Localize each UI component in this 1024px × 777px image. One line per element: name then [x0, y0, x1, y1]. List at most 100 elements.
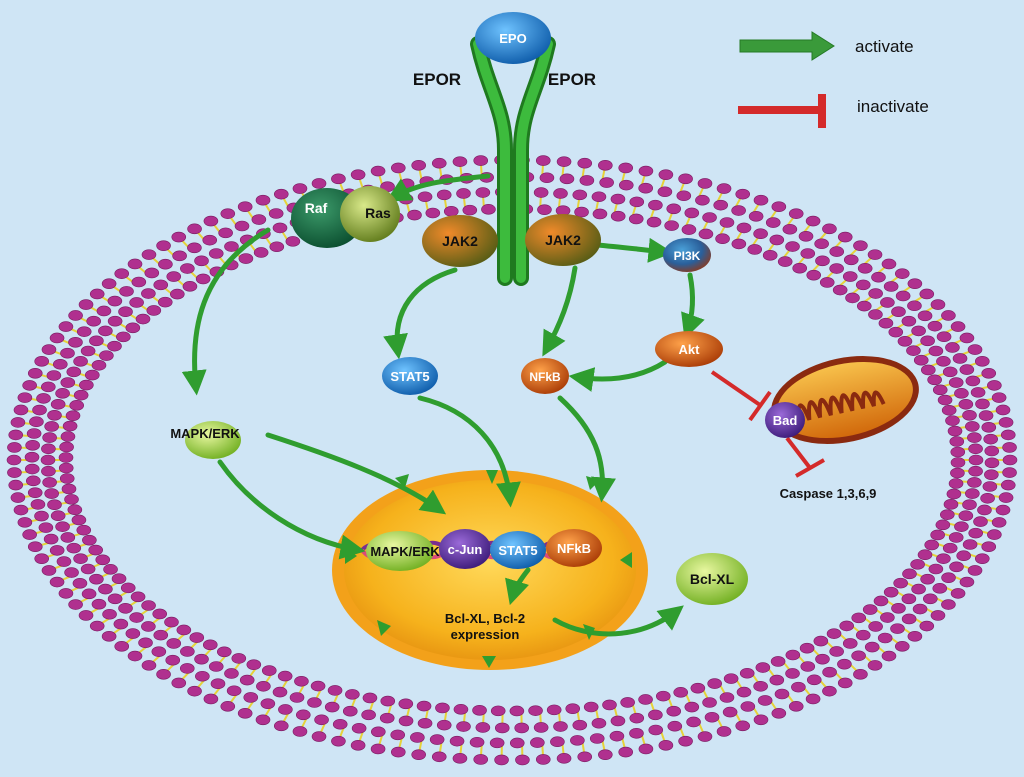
- lipid-head: [34, 510, 49, 522]
- lipid-head: [118, 603, 133, 614]
- lipid-head: [180, 263, 195, 274]
- lipid-head: [723, 673, 739, 684]
- lipid-head: [34, 356, 50, 367]
- lipid-head: [25, 440, 40, 451]
- lipid-head: [41, 565, 57, 576]
- lipid-head: [917, 310, 933, 322]
- lipid-head: [272, 686, 288, 698]
- lipid-head: [494, 722, 510, 734]
- lipid-head: [942, 542, 958, 554]
- lipid-head: [572, 189, 588, 201]
- lipid-head: [967, 432, 982, 443]
- lipid-head: [370, 165, 386, 177]
- lipid-head: [285, 236, 301, 247]
- lipid-head: [736, 686, 752, 698]
- lipid-head: [176, 624, 192, 636]
- lipid-head: [36, 393, 51, 404]
- arrow-mapk-to-nucleus: [217, 459, 366, 560]
- lipid-head: [535, 155, 551, 166]
- lipid-head: [829, 246, 845, 257]
- akt-protein: [655, 331, 723, 367]
- lipid-head: [60, 377, 76, 388]
- lipid-head: [842, 271, 858, 282]
- lipid-head: [753, 194, 769, 206]
- lipid-head: [370, 743, 386, 755]
- lipid-head: [813, 635, 829, 647]
- lipid-head: [431, 751, 447, 763]
- lipid-head: [362, 692, 378, 704]
- bad-label: Bad: [773, 413, 798, 428]
- lipid-head: [411, 160, 426, 171]
- lipid-head: [130, 591, 146, 603]
- lipid-head: [984, 469, 999, 480]
- lipid-head: [114, 641, 130, 652]
- lipid-head: [829, 263, 844, 274]
- lipid-head: [13, 504, 29, 516]
- lipid-head: [765, 217, 781, 228]
- lipid-head: [941, 572, 956, 583]
- lipid-head: [948, 377, 964, 388]
- arrow-dna-to-expression: [505, 567, 531, 606]
- lipid-head: [991, 517, 1007, 528]
- lipid-head: [984, 457, 1000, 469]
- lipid-head: [69, 400, 84, 411]
- lipid-head: [203, 693, 219, 705]
- lipid-head: [978, 410, 994, 421]
- lipid-head: [216, 646, 232, 658]
- lipid-head: [98, 583, 113, 595]
- lipid-head: [981, 422, 997, 433]
- lipid-head: [17, 517, 33, 528]
- cjun-protein: [439, 529, 491, 569]
- lipid-head: [431, 157, 447, 169]
- lipid-head: [757, 695, 773, 706]
- lipid-head: [27, 487, 43, 498]
- lipid-head: [107, 315, 123, 327]
- lipid-head: [152, 608, 168, 620]
- lipid-head: [965, 488, 980, 499]
- lipid-head: [10, 417, 26, 428]
- lipid-head: [984, 445, 1000, 457]
- lipid-head: [42, 432, 57, 443]
- lipid-head: [91, 598, 107, 610]
- lipid-head: [141, 600, 156, 611]
- lipid-head: [868, 621, 883, 632]
- lipid-head: [101, 631, 117, 642]
- lipid-head: [893, 577, 908, 589]
- lipid-head: [195, 670, 210, 682]
- lipid-head: [158, 258, 173, 270]
- lipid-head: [78, 610, 94, 621]
- lipid-head: [153, 279, 169, 291]
- lipid-head: [81, 588, 97, 600]
- lipid-head: [180, 646, 195, 657]
- lipid-head: [7, 442, 22, 453]
- lipid-head: [533, 187, 549, 198]
- lipid-head: [553, 721, 568, 732]
- lipid-head: [822, 666, 837, 678]
- lipid-head: [361, 709, 376, 721]
- nucleus-interior: [344, 480, 636, 660]
- lipid-head: [342, 705, 358, 717]
- lipid-head: [41, 465, 56, 477]
- lipid-head: [891, 306, 906, 317]
- lipid-head: [572, 719, 588, 731]
- lipid-head: [99, 350, 114, 361]
- lipid-head: [24, 463, 40, 475]
- lipid-head: [829, 646, 844, 657]
- lipid-head: [350, 169, 366, 180]
- lipid-head: [618, 162, 634, 174]
- lipid-head: [713, 199, 729, 211]
- lipid-head: [509, 705, 525, 717]
- nucleus: MAPK/ERK c-Jun STAT5 NFkB Bcl-XL, Bcl-2 …: [332, 470, 648, 670]
- lipid-head: [657, 186, 673, 198]
- lipid-head: [141, 621, 156, 632]
- lipid-head: [76, 326, 92, 337]
- arrow-jak2-to-nfkb: [542, 265, 578, 357]
- lipid-head: [135, 313, 151, 325]
- lipid-head: [962, 539, 978, 550]
- lipid-head: [906, 345, 921, 356]
- lipid-head: [292, 183, 308, 194]
- lipid-head: [449, 735, 465, 747]
- lipid-head: [666, 705, 682, 717]
- lipid-head: [967, 477, 982, 488]
- lipid-head: [473, 754, 489, 765]
